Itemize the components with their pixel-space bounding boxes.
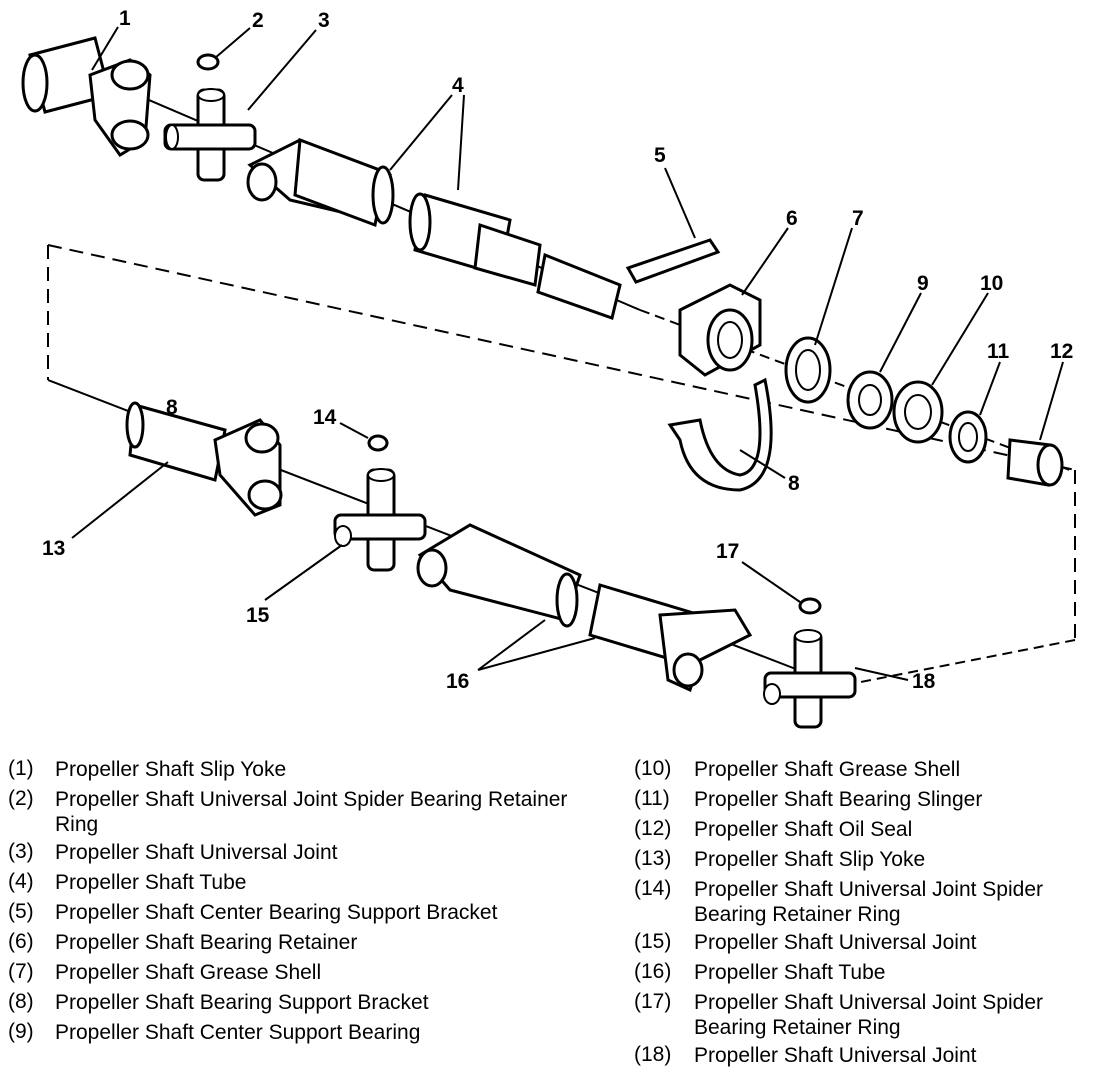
legend-item: (10) Propeller Shaft Grease Shell: [634, 754, 1114, 784]
legend-number: (15): [634, 930, 672, 953]
callout-7: 7: [852, 207, 864, 230]
callout-3: 3: [318, 9, 330, 32]
legend-item: (9) Propeller Shaft Center Support Bearin…: [8, 1017, 568, 1047]
leader-lines: [71, 26, 1064, 681]
legend-number: (14): [634, 877, 672, 900]
legend-item: (3) Propeller Shaft Universal Joint: [8, 837, 568, 867]
legend-text: Propeller Shaft Grease Shell: [694, 758, 961, 781]
legend-text: Propeller Shaft Universal Joint: [694, 1044, 977, 1067]
legend-item: (8) Propeller Shaft Bearing Support Brack…: [8, 987, 568, 1017]
legend-item: (13) Propeller Shaft Slip Yoke: [634, 844, 1114, 874]
exploded-view-diagram: 1 2 3 4 5 6 7 9 10 11 12 13 8 14 8 15 16…: [21, 7, 1076, 729]
grease-shell-10: [892, 380, 944, 444]
legend-item: (11) Propeller Shaft Bearing Slinger: [634, 784, 1114, 814]
legend-item: (1) Propeller Shaft Slip Yoke: [8, 754, 568, 784]
legend-number: (9): [8, 1020, 34, 1043]
legend-item: (16) Propeller Shaft Tube: [634, 957, 1114, 987]
legend-number: (11): [634, 787, 670, 810]
grease-shell-7: [784, 336, 832, 404]
callout-10: 10: [980, 272, 1003, 295]
callout-9: 9: [917, 272, 929, 295]
legend-number: (5): [8, 900, 34, 923]
slip-yoke-1: [21, 36, 152, 157]
tube-4: [246, 137, 622, 320]
universal-joint-18: [763, 629, 857, 729]
universal-joint-3: [163, 88, 257, 182]
legend-text: Propeller Shaft Universal Joint Spider B…: [55, 788, 568, 836]
tube-16: [416, 523, 753, 693]
center-bearing-support-bracket-5: [625, 238, 721, 284]
legend-number: (4): [8, 870, 34, 893]
legend-text: Propeller Shaft Bearing Retainer: [55, 931, 358, 954]
legend-text: Propeller Shaft Tube: [55, 871, 247, 894]
slip-yoke-13: [125, 401, 283, 517]
retainer-ring-2: [196, 53, 220, 71]
legend-text: Propeller Shaft Bearing Support Bracket: [55, 991, 429, 1014]
legend-text: Propeller Shaft Universal Joint: [694, 931, 977, 954]
callout-12: 12: [1050, 340, 1073, 363]
bearing-slinger-11: [948, 410, 988, 464]
legend-text: Propeller Shaft Slip Yoke: [55, 758, 287, 781]
callout-1: 1: [119, 7, 131, 30]
callout-17: 17: [716, 540, 739, 563]
legend-right-column: (10) Propeller Shaft Grease Shell (11) Pro…: [634, 754, 1114, 1070]
legend-item: (17) Propeller Shaft Universal Joint Spid…: [634, 987, 1114, 1040]
oil-seal-12: [1006, 438, 1064, 487]
legend-number: (2): [8, 787, 34, 810]
callout-15: 15: [246, 604, 270, 627]
legend-left-column: (1) Propeller Shaft Slip Yoke (2) Propelle…: [8, 754, 568, 1047]
legend-number: (13): [634, 847, 672, 870]
legend-text: Propeller Shaft Universal Joint: [55, 841, 338, 864]
legend-text: Propeller Shaft Grease Shell: [55, 961, 322, 984]
legend-text: Propeller Shaft Center Support Bearing: [55, 1021, 421, 1044]
legend-item: (2) Propeller Shaft Universal Joint Spide…: [8, 784, 568, 837]
callout-13: 13: [42, 537, 65, 560]
legend-item: (18) Propeller Shaft Universal Joint: [634, 1040, 1114, 1070]
legend-item: (6) Propeller Shaft Bearing Retainer: [8, 927, 568, 957]
legend-number: (6): [8, 930, 34, 953]
legend-text: Propeller Shaft Oil Seal: [694, 818, 913, 841]
callout-16: 16: [446, 670, 469, 693]
legend-text: Propeller Shaft Center Bearing Support B…: [55, 901, 498, 924]
legend-number: (18): [634, 1043, 672, 1066]
legend-number: (12): [634, 817, 672, 840]
bearing-retainer-6: [678, 283, 762, 377]
legend-text: Propeller Shaft Universal Joint Spider B…: [694, 991, 1044, 1039]
callout-8a: 8: [788, 472, 800, 495]
callout-numbers: 1 2 3 4 5 6 7 9 10 11 12 13 8 14 8 15 16…: [42, 7, 1073, 693]
legend-item: (7) Propeller Shaft Grease Shell: [8, 957, 568, 987]
legend-text: Propeller Shaft Slip Yoke: [694, 848, 926, 871]
callout-5: 5: [654, 144, 666, 167]
retainer-ring-17: [798, 597, 822, 615]
legend-item: (15) Propeller Shaft Universal Joint: [634, 927, 1114, 957]
callout-2: 2: [252, 9, 264, 32]
legend-number: (17): [634, 990, 672, 1013]
legend-number: (7): [8, 960, 34, 983]
legend-text: Propeller Shaft Tube: [694, 961, 886, 984]
callout-8b: 8: [166, 396, 178, 419]
center-support-bearing-9: [846, 370, 894, 430]
legend-number: (3): [8, 840, 34, 863]
legend-text: Propeller Shaft Bearing Slinger: [694, 788, 983, 811]
legend-item: (5) Propeller Shaft Center Bearing Suppor…: [8, 897, 568, 927]
callout-18: 18: [912, 670, 936, 693]
legend-item: (14) Propeller Shaft Universal Joint Spid…: [634, 874, 1114, 927]
legend-number: (1): [8, 757, 34, 780]
legend-number: (16): [634, 960, 672, 983]
callout-11: 11: [987, 340, 1010, 363]
bearing-support-bracket-8: [667, 377, 773, 492]
legend-item: (12) Propeller Shaft Oil Seal: [634, 814, 1114, 844]
legend-number: (8): [8, 990, 34, 1013]
legend-text: Propeller Shaft Universal Joint Spider B…: [694, 878, 1044, 926]
callout-6: 6: [786, 207, 798, 230]
callout-14: 14: [313, 406, 337, 429]
universal-joint-15: [333, 468, 427, 572]
retainer-ring-14: [367, 434, 389, 452]
callout-4: 4: [452, 74, 464, 97]
legend-item: (4) Propeller Shaft Tube: [8, 867, 568, 897]
legend-number: (10): [634, 757, 672, 780]
